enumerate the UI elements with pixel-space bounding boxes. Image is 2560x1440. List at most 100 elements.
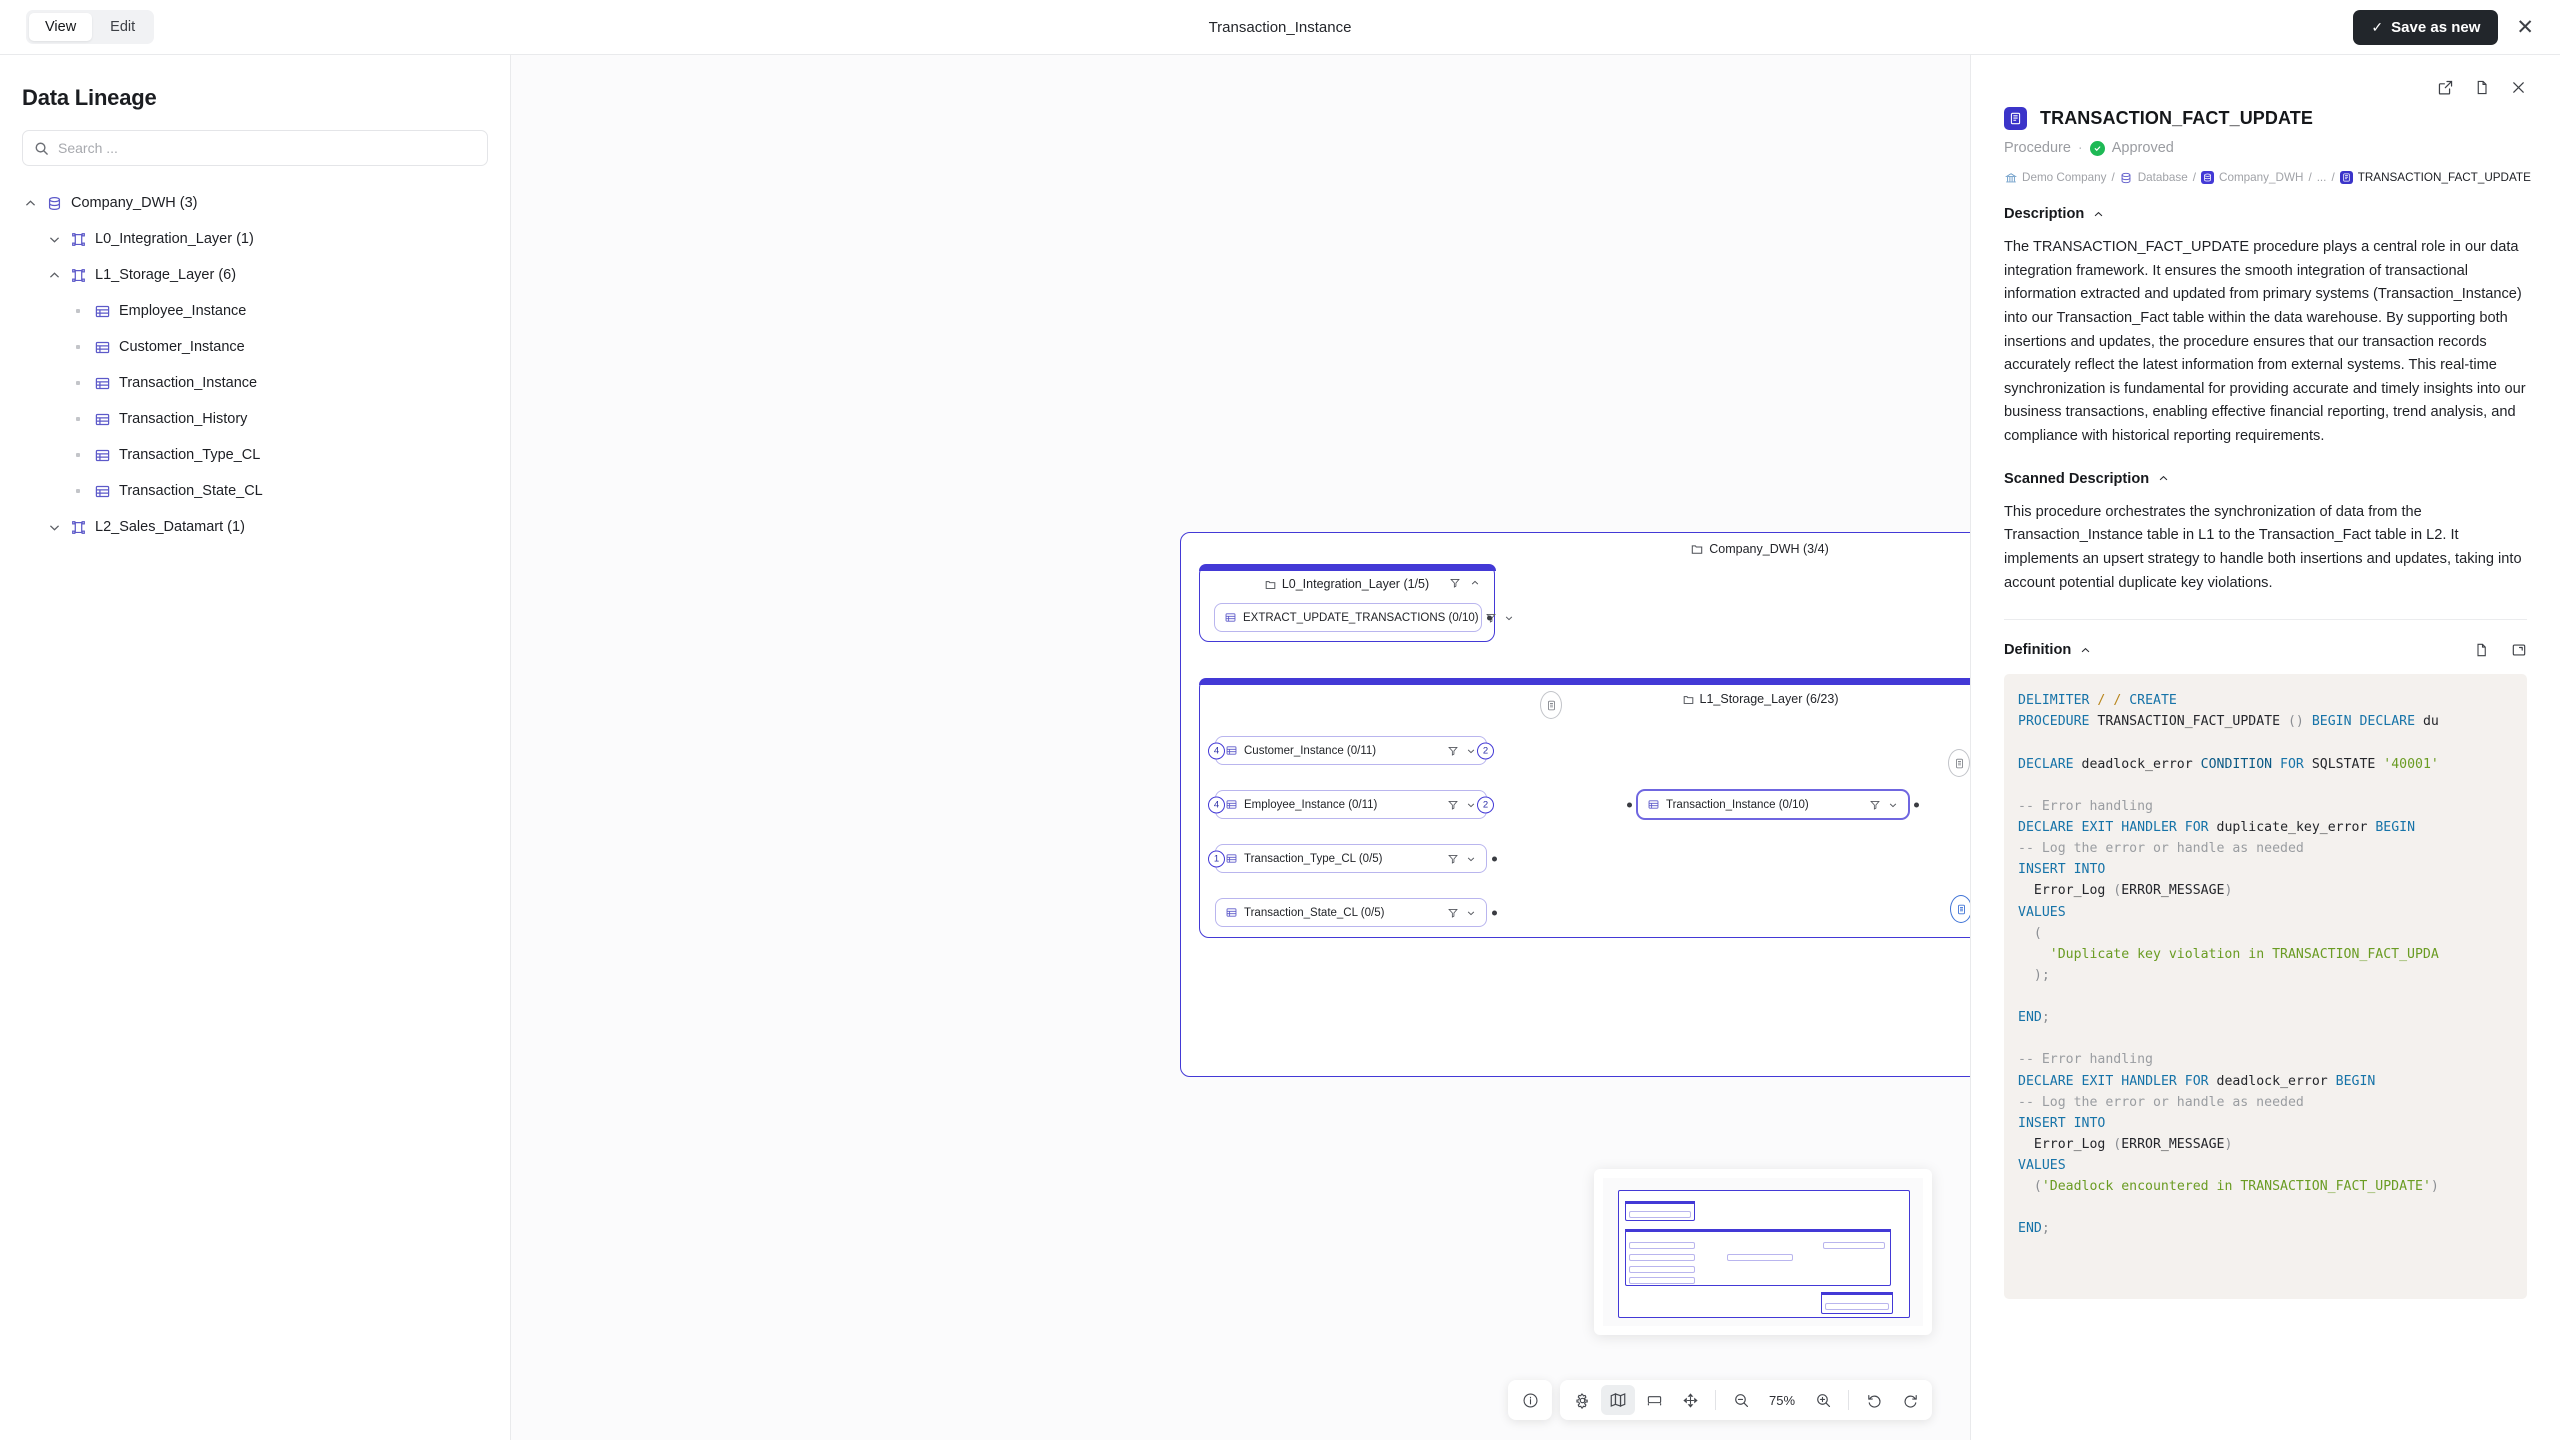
map-icon[interactable] [1601,1385,1635,1415]
tree-item-l1-storage-layer[interactable]: L1_Storage_Layer (6) [22,257,488,293]
node-controls[interactable] [1448,746,1476,756]
minimap-group-l0 [1625,1201,1695,1221]
tree-item-transaction-instance[interactable]: Transaction_Instance [22,365,488,401]
lineage-tree: Company_DWH (3)L0_Integration_Layer (1)L… [22,185,488,545]
tree-leaf-marker[interactable] [70,417,86,421]
redo-icon[interactable] [1893,1385,1927,1415]
chevron-up-icon[interactable] [46,267,62,283]
info-icon[interactable] [1513,1385,1547,1415]
copy-code-icon[interactable] [2474,642,2489,658]
breadcrumb-item-1[interactable]: Database [2137,171,2188,184]
tree-item-label: L2_Sales_Datamart (1) [95,519,245,535]
node-controls[interactable] [1448,908,1476,918]
edge-chip-procedure-2[interactable] [1948,749,1970,777]
node-badge-right[interactable]: 2 [1477,742,1494,759]
node-controls[interactable] [1870,800,1898,810]
tree-leaf-marker[interactable] [70,381,86,385]
description-section-header[interactable]: Description [2004,206,2527,222]
check-icon: ✓ [2371,18,2384,35]
close-icon[interactable]: ✕ [2516,15,2534,39]
tree-leaf-marker[interactable] [70,489,86,493]
node-badge-right[interactable]: 2 [1477,796,1494,813]
tab-view[interactable]: View [29,13,93,41]
tree-item-transaction-type-cl[interactable]: Transaction_Type_CL [22,437,488,473]
chevron-down-icon[interactable] [46,519,62,535]
node-badge-left[interactable]: 4 [1208,742,1225,759]
edge-chip-transaction-fact-update[interactable] [1950,895,1970,923]
node-port-right [1487,615,1492,620]
details-subtitle: Procedure · Approved [2004,140,2527,156]
fit-width-icon[interactable] [1637,1385,1671,1415]
node-badge-left[interactable]: 1 [1208,850,1225,867]
breadcrumb-item-3[interactable]: ... [2316,171,2327,184]
breadcrumb-sep: / [2192,171,2196,184]
definition-section-header[interactable]: Definition [2004,642,2527,658]
group-controls-l0[interactable] [1450,578,1480,588]
node-employee-instance[interactable]: 4 Employee_Instance (0/11) 2 [1208,790,1494,819]
chevron-down-icon [1467,857,1475,861]
group-l0-integration-layer[interactable]: L0_Integration_Layer (1/5) EXTRACT_UPDAT… [1198,563,1512,642]
tree-item-transaction-state-cl[interactable]: Transaction_State_CL [22,473,488,509]
save-as-new-button[interactable]: ✓ Save as new [2353,9,2499,45]
chevron-up-icon[interactable] [2080,645,2091,656]
minimap-group-l2 [1821,1292,1893,1314]
group-accent-bar [1198,677,1970,685]
zoom-level-label[interactable]: 75% [1768,1392,1796,1408]
chevron-down-icon[interactable] [46,231,62,247]
edge-chip-procedure-1[interactable] [1540,691,1562,719]
layer-icon [70,231,87,248]
filter-icon [1448,908,1458,918]
node-transaction-instance[interactable]: Transaction_Instance (0/10) [1627,790,1919,819]
chevron-up-icon[interactable] [2158,473,2169,484]
zoom-out-icon[interactable] [1724,1385,1758,1415]
minimap-node [1629,1211,1691,1218]
node-transaction-state-cl[interactable]: Transaction_State_CL (0/5) [1215,898,1497,927]
definition-code-block[interactable]: DELIMITER / / CREATE PROCEDURE TRANSACTI… [2004,674,2527,1300]
node-controls[interactable] [1448,800,1476,810]
search-box[interactable] [22,130,488,166]
tree-leaf-marker[interactable] [70,309,86,313]
save-as-new-label: Save as new [2391,18,2481,36]
minimap-accent [1625,1229,1891,1232]
expand-code-icon[interactable] [2511,642,2527,658]
search-input[interactable] [58,140,476,156]
lineage-canvas[interactable]: Company_DWH (3/4) L0_Integration_Layer (… [511,55,1970,1440]
status-badge: Approved [2111,140,2174,156]
tree-item-customer-instance[interactable]: Customer_Instance [22,329,488,365]
breadcrumb: Demo Company / Database / Company_DWH / … [2004,171,2531,184]
node-extract-update-transactions[interactable]: EXTRACT_UPDATE_TRANSACTIONS (0/10) [1214,603,1512,632]
tree-item-label: Company_DWH (3) [71,195,198,211]
undo-icon[interactable] [1857,1385,1891,1415]
group-title-company-dwh: Company_DWH (3/4) [1181,542,1970,556]
node-customer-instance[interactable]: 4 Customer_Instance (0/11) 2 [1208,736,1494,765]
tree-item-l0-integration-layer[interactable]: L0_Integration_Layer (1) [22,221,488,257]
node-controls[interactable] [1448,854,1476,864]
breadcrumb-item-2[interactable]: Company_DWH [2219,171,2304,184]
tree-item-transaction-history[interactable]: Transaction_History [22,401,488,437]
gear-icon[interactable] [1565,1385,1599,1415]
minimap-viewport[interactable] [1603,1178,1923,1326]
chevron-up-icon[interactable] [22,195,38,211]
details-title-row: TRANSACTION_FACT_UPDATE [2004,107,2527,130]
copy-document-icon[interactable] [2474,79,2490,96]
table-icon [1648,799,1659,810]
database-icon [2120,171,2133,184]
close-panel-icon[interactable] [2510,79,2527,96]
description-text: The TRANSACTION_FACT_UPDATE procedure pl… [2004,239,2526,445]
node-transaction-type-cl[interactable]: 1 Transaction_Type_CL (0/5) [1208,844,1497,873]
tree-leaf-marker[interactable] [70,453,86,457]
fit-screen-icon[interactable] [1673,1385,1707,1415]
minimap[interactable] [1594,1169,1932,1335]
scanned-description-section-header[interactable]: Scanned Description [2004,471,2527,487]
tree-item-company-dwh[interactable]: Company_DWH (3) [22,185,488,221]
open-external-icon[interactable] [2437,79,2454,96]
breadcrumb-item-0[interactable]: Demo Company [2022,171,2107,184]
group-l1-storage-layer[interactable]: L1_Storage_Layer (6/23) 4 Customer_Insta… [1198,677,1970,938]
tab-edit[interactable]: Edit [110,19,136,35]
tree-leaf-marker[interactable] [70,345,86,349]
tree-item-employee-instance[interactable]: Employee_Instance [22,293,488,329]
zoom-in-icon[interactable] [1806,1385,1840,1415]
chevron-up-icon[interactable] [2093,209,2104,220]
tree-item-l2-sales-datamart[interactable]: L2_Sales_Datamart (1) [22,509,488,545]
node-badge-left[interactable]: 4 [1208,796,1225,813]
